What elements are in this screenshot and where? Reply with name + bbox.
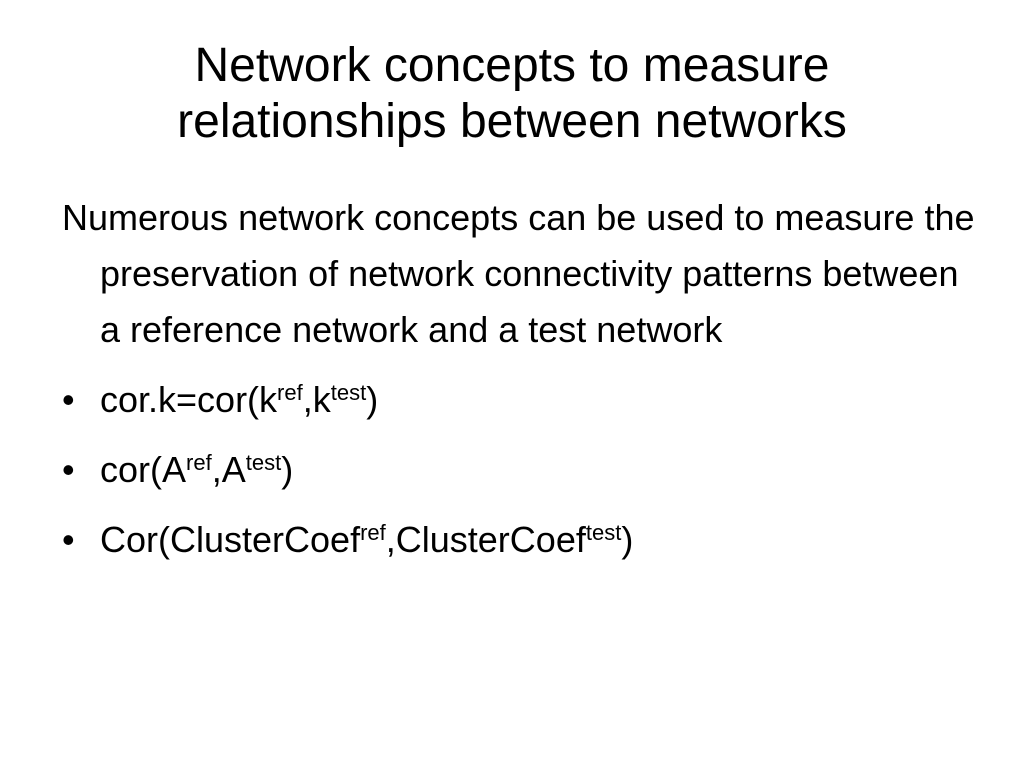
bullet-icon: • — [62, 379, 75, 420]
intro-paragraph: Numerous network concepts can be used to… — [62, 197, 975, 350]
formula-text: ,A — [211, 449, 246, 490]
formula-superscript: test — [330, 380, 367, 405]
slide-title: Network concepts to measure relationship… — [40, 38, 984, 150]
formula-text: ) — [621, 519, 634, 560]
formula-superscript: ref — [186, 450, 212, 475]
formula-superscript: test — [245, 450, 282, 475]
formula-text: cor.k=cor(k — [100, 379, 278, 420]
formula-text: Cor(ClusterCoef — [100, 519, 361, 560]
bullet-text: cor.k=cor(kref,ktest) — [100, 379, 378, 420]
bullet-icon: • — [62, 519, 75, 560]
formula-superscript: ref — [277, 380, 303, 405]
bullet-item-cluster-coefficient-correlation: • Cor(ClusterCoefref,ClusterCoeftest) — [62, 512, 982, 568]
slide-body: Numerous network concepts can be used to… — [62, 190, 982, 568]
bullet-icon: • — [62, 449, 75, 490]
bullet-item-degree-correlation: • cor.k=cor(kref,ktest) — [62, 372, 982, 428]
formula-text: ,k — [302, 379, 331, 420]
slide-title-line: Network concepts to measure — [194, 39, 830, 92]
formula-superscript: ref — [360, 520, 386, 545]
formula-text: ) — [366, 379, 379, 420]
slide-title-line: relationships between networks — [177, 95, 847, 148]
formula-superscript: test — [585, 520, 622, 545]
bullet-item-adjacency-correlation: • cor(Aref,Atest) — [62, 442, 982, 498]
formula-text: ) — [281, 449, 294, 490]
formula-text: ,ClusterCoef — [385, 519, 586, 560]
formula-text: cor(A — [100, 449, 187, 490]
bullet-text: Cor(ClusterCoefref,ClusterCoeftest) — [100, 519, 633, 560]
bullet-list: • cor.k=cor(kref,ktest) • cor(Aref,Atest… — [62, 372, 982, 568]
bullet-text: cor(Aref,Atest) — [100, 449, 293, 490]
